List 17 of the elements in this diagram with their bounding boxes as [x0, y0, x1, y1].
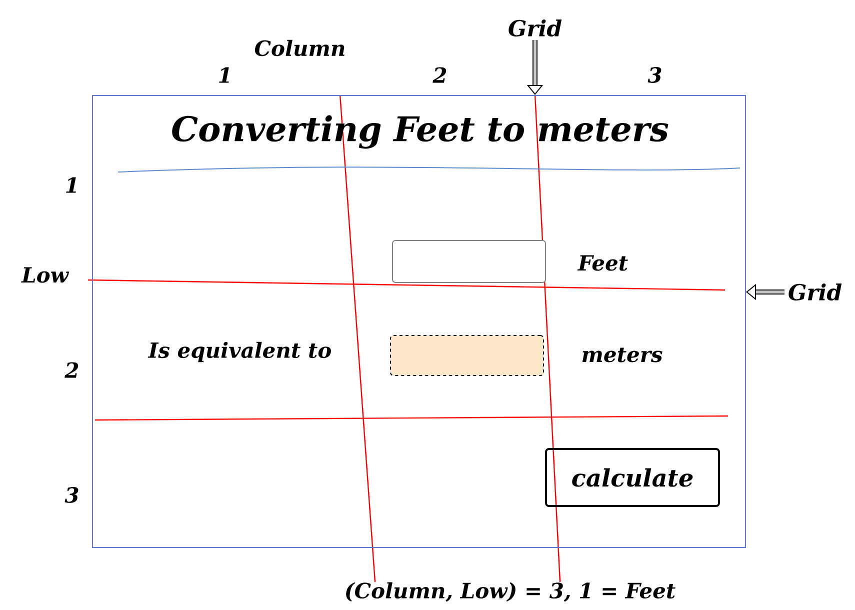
- field-label: Feet: [577, 255, 628, 271]
- column-number: 2: [432, 67, 446, 83]
- row-number: 3: [64, 487, 78, 503]
- column-number: 3: [648, 67, 662, 83]
- column-number: 1: [219, 67, 229, 83]
- grid-label: Grid: [508, 19, 562, 37]
- field-label: Is equivalent to: [148, 342, 331, 362]
- grid-label: Grid: [788, 283, 842, 300]
- formula-note: (Column, Low) = 3, 1 = Feet: [346, 582, 676, 602]
- row-number: 1: [66, 177, 76, 193]
- row-number: 2: [64, 362, 78, 378]
- field-label: meters: [582, 348, 662, 362]
- input-field: [392, 240, 546, 283]
- output-field: [390, 335, 544, 376]
- row-label: Low: [21, 267, 70, 283]
- column-label: Column: [254, 40, 344, 56]
- calculate-button: calculate: [545, 448, 720, 507]
